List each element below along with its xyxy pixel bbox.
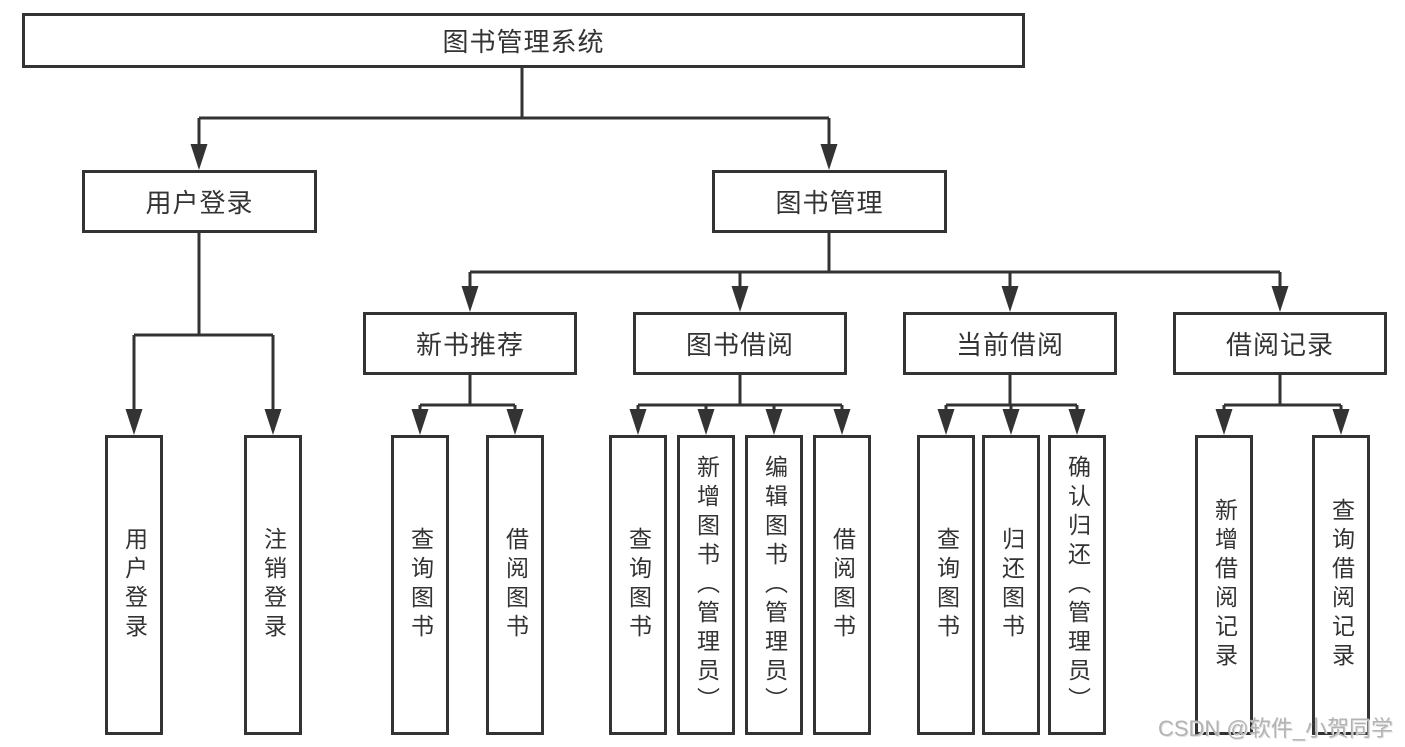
node-leaf-logout: 注销登录 <box>244 435 302 735</box>
node-book-management-label: 图书管理 <box>775 188 884 218</box>
node-user-login: 用户登录 <box>82 170 317 233</box>
node-leaf-borrowing-borrow-books: 借阅图书 <box>813 435 871 735</box>
node-leaf-current-query-books: 查询图书 <box>917 435 975 735</box>
node-leaf-borrowing-add-books-label: 新增图书（管理员） <box>693 454 720 716</box>
node-new-book-recommend: 新书推荐 <box>363 312 577 375</box>
node-leaf-current-confirm-return-label: 确认归还（管理员） <box>1064 454 1091 716</box>
node-leaf-borrowing-edit-books: 编辑图书（管理员） <box>745 435 803 735</box>
node-leaf-records-add-record: 新增借阅记录 <box>1195 435 1253 735</box>
node-root-label: 图书管理系统 <box>442 27 605 57</box>
node-leaf-current-return-books: 归还图书 <box>982 435 1040 735</box>
node-leaf-recommend-query-books-label: 查询图书 <box>407 527 434 643</box>
watermark: CSDN @软件_小贺同学 <box>1157 716 1393 741</box>
node-leaf-current-confirm-return: 确认归还（管理员） <box>1048 435 1106 735</box>
node-book-borrowing: 图书借阅 <box>633 312 847 375</box>
node-borrowing-records: 借阅记录 <box>1173 312 1387 375</box>
node-leaf-current-query-books-label: 查询图书 <box>933 527 960 643</box>
node-leaf-logout-label: 注销登录 <box>260 527 287 643</box>
node-leaf-borrowing-edit-books-label: 编辑图书（管理员） <box>761 454 788 716</box>
node-new-book-recommend-label: 新书推荐 <box>415 330 524 360</box>
node-leaf-borrowing-query-books: 查询图书 <box>609 435 667 735</box>
node-leaf-borrowing-query-books-label: 查询图书 <box>625 527 652 643</box>
node-borrowing-records-label: 借阅记录 <box>1225 330 1334 360</box>
node-user-login-label: 用户登录 <box>145 188 254 218</box>
node-root: 图书管理系统 <box>22 13 1025 68</box>
node-book-borrowing-label: 图书借阅 <box>685 330 794 360</box>
node-leaf-borrowing-add-books: 新增图书（管理员） <box>677 435 735 735</box>
node-leaf-records-add-record-label: 新增借阅记录 <box>1211 498 1238 672</box>
node-current-borrowing: 当前借阅 <box>903 312 1117 375</box>
node-leaf-recommend-borrow-books: 借阅图书 <box>486 435 544 735</box>
node-leaf-recommend-query-books: 查询图书 <box>391 435 449 735</box>
node-leaf-borrowing-borrow-books-label: 借阅图书 <box>829 527 856 643</box>
node-leaf-user-login-label: 用户登录 <box>121 527 148 643</box>
node-leaf-records-query-record: 查询借阅记录 <box>1312 435 1370 735</box>
node-leaf-current-return-books-label: 归还图书 <box>998 527 1025 643</box>
node-book-management: 图书管理 <box>712 170 947 233</box>
node-leaf-records-query-record-label: 查询借阅记录 <box>1328 498 1355 672</box>
node-leaf-recommend-borrow-books-label: 借阅图书 <box>502 527 529 643</box>
node-leaf-user-login: 用户登录 <box>105 435 163 735</box>
node-current-borrowing-label: 当前借阅 <box>955 330 1064 360</box>
